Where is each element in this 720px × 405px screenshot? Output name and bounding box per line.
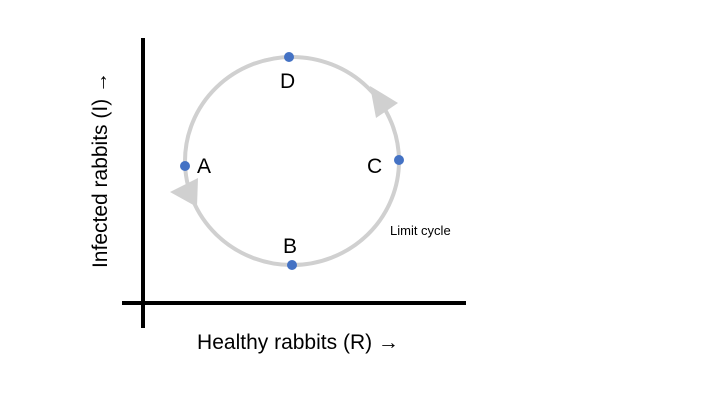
y-axis-label: Infected rabbits (I) →: [89, 72, 112, 268]
direction-arrow-upper-right: [370, 86, 398, 118]
point-b: [287, 260, 297, 270]
point-c-label: C: [367, 155, 382, 178]
point-b-label: B: [283, 235, 297, 258]
point-a-label: A: [197, 155, 211, 178]
point-a: [180, 161, 190, 171]
limit-cycle-label: Limit cycle: [390, 223, 451, 238]
direction-arrow-lower-left: [170, 178, 198, 207]
x-axis-label: Healthy rabbits (R) →: [197, 331, 399, 354]
point-c: [394, 155, 404, 165]
point-d-label: D: [280, 70, 295, 93]
point-d: [284, 52, 294, 62]
